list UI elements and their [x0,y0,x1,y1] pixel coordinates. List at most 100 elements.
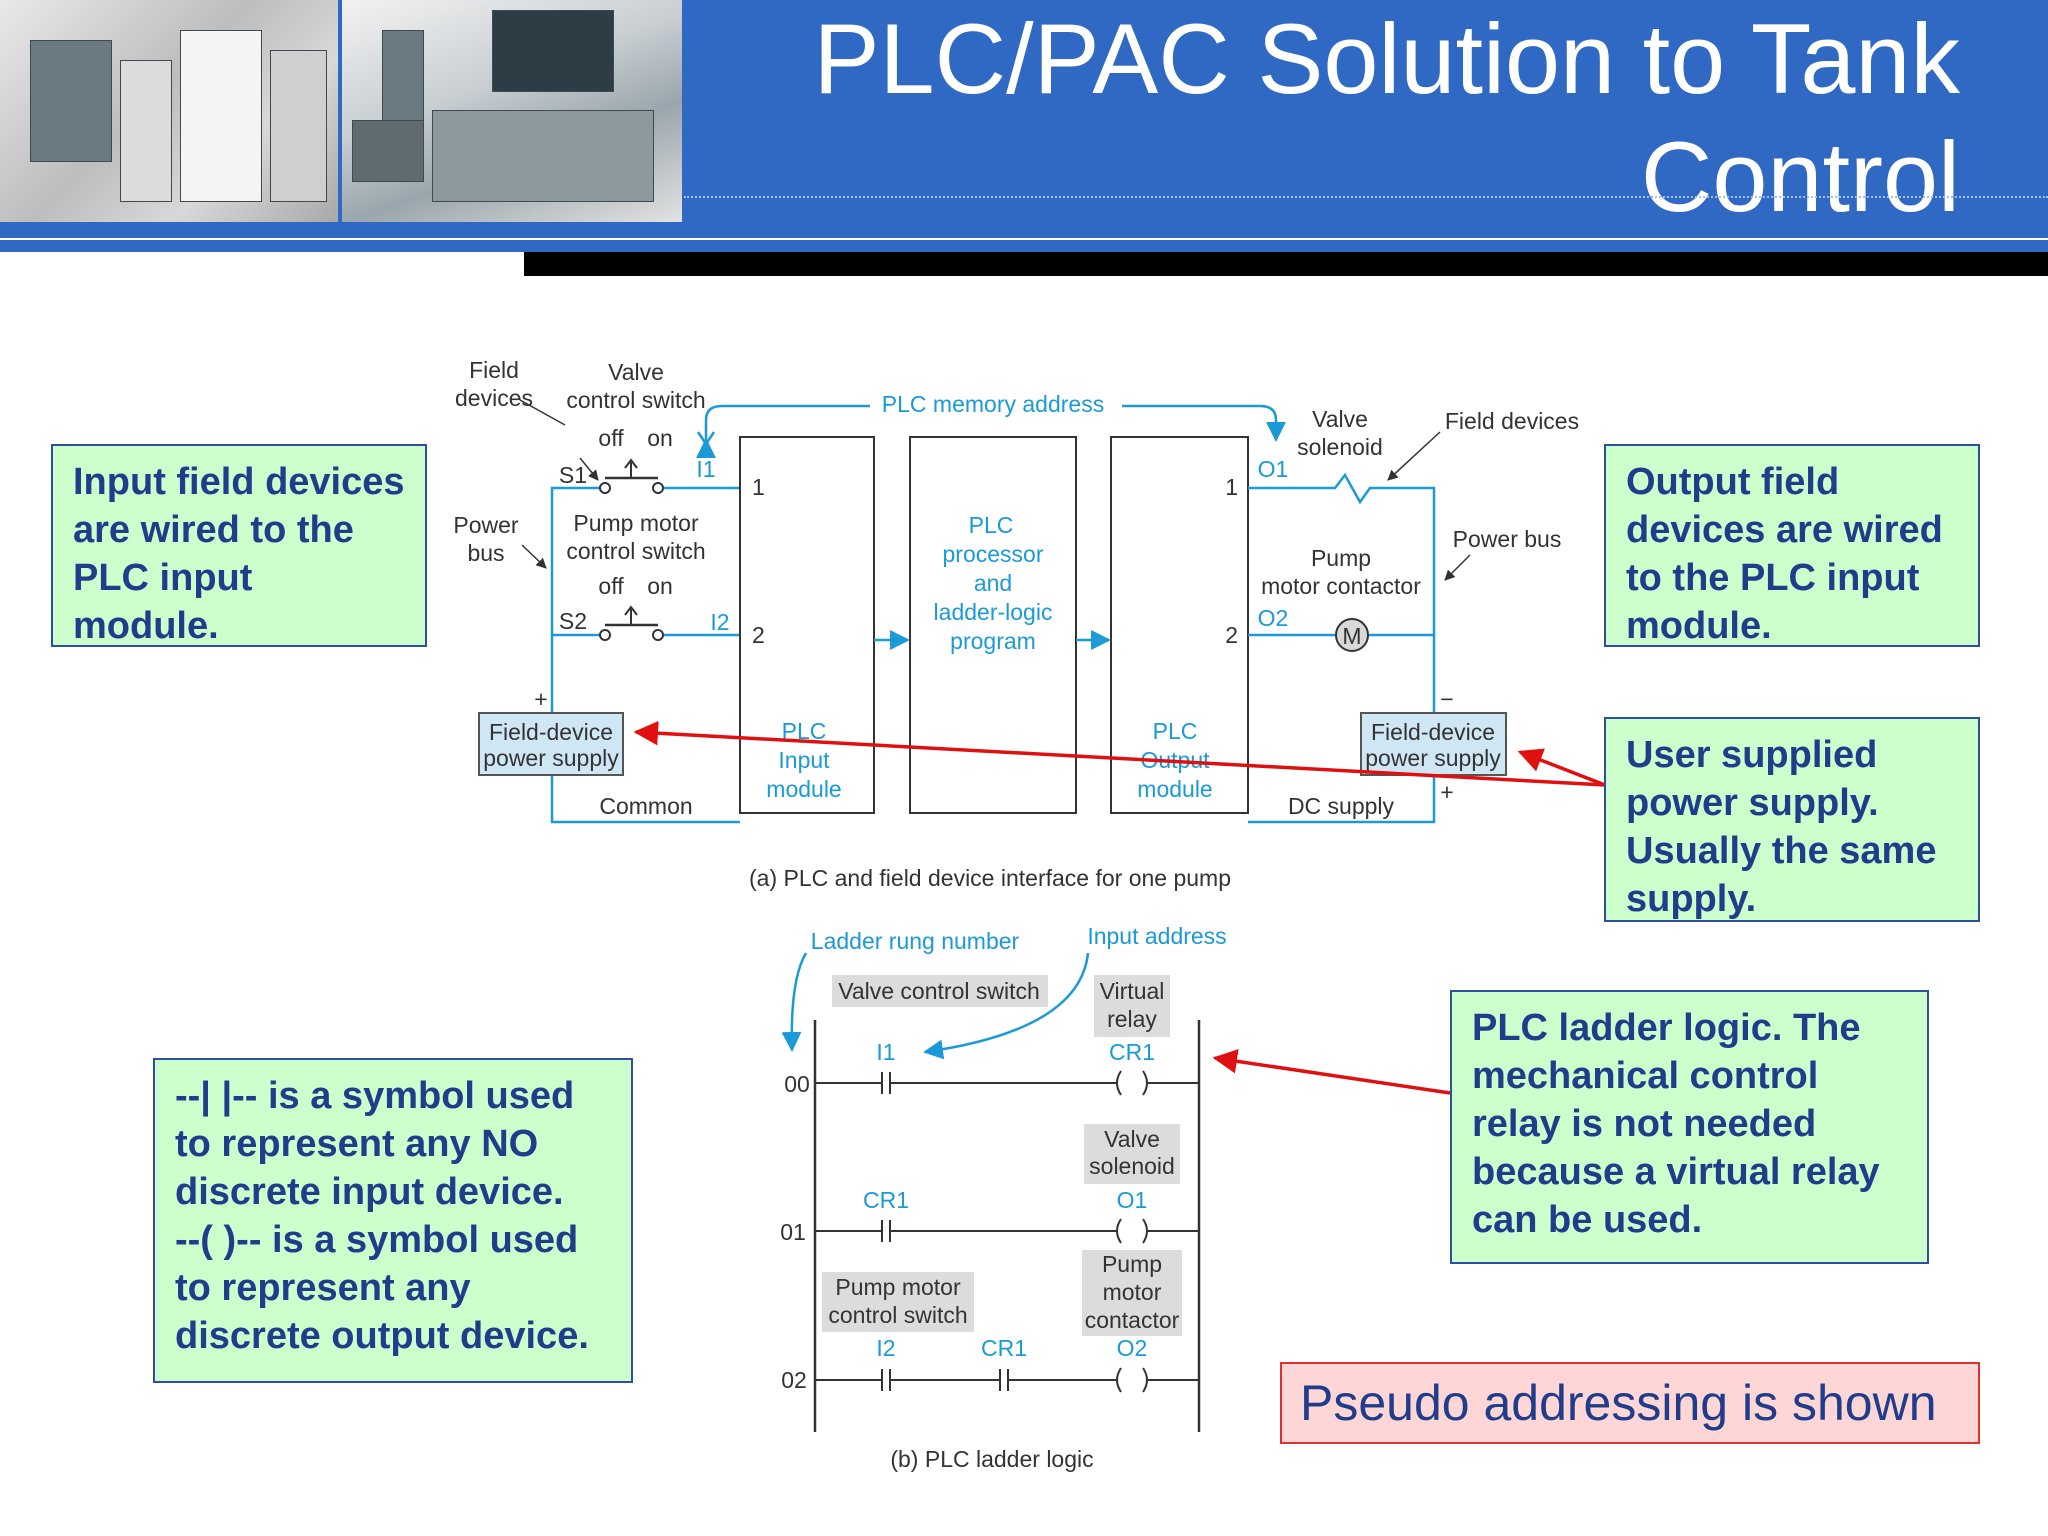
ladder-cr1-contact: CR1 [863,1187,909,1213]
ladder-o2: O2 [1117,1335,1148,1361]
processor-label-3: and [974,570,1012,596]
pseudo-addressing-note: Pseudo addressing is shown [1280,1362,1980,1444]
symbols-callout-line-2: --( )-- is a symbol used to represent an… [175,1219,589,1357]
header-underline [0,240,2048,252]
right-power-supply-box [1360,712,1507,776]
arrow-to-ladder [1212,1049,1451,1095]
pump-contactor-label-2: motor contactor [1261,573,1421,599]
figure-b-caption: (b) PLC ladder logic [890,1446,1093,1472]
power-bus-right-label: Power bus [1453,526,1562,552]
virtual-relay-label-2: relay [1107,1006,1157,1032]
figure-a: Field devices Valve control switch off o… [453,357,1579,891]
dc-supply-label: DC supply [1288,793,1395,819]
title-line-1: PLC/PAC Solution to Tank [813,3,1960,114]
s1-label: S1 [559,462,587,488]
header-dotted-line [684,196,2048,198]
ladder-i1: I1 [876,1039,895,1065]
figure-b: Ladder rung number Input address I1 CR1 … [780,923,1226,1472]
s2-label: S2 [559,608,587,634]
s2-off-label: off [598,573,624,599]
output-terminal-1: 1 [1225,474,1238,500]
title-line-2: Control [1640,121,1960,232]
arrow-to-left-supply [633,720,1606,787]
output-field-callout: Output field devices are wired to the PL… [1604,444,1980,647]
pump-motor-switch-label-1: Pump motor [573,510,699,536]
output-terminal-2: 2 [1225,622,1238,648]
ladder-rung-number-label: Ladder rung number [811,928,1020,954]
right-power-supply-label-1: Field-device [1371,719,1495,745]
i1-label: I1 [696,456,715,482]
ladder-pump-contactor-label-3: contactor [1085,1307,1180,1333]
motor-label: M [1342,623,1361,649]
output-field-callout-text: Output field devices are wired to the PL… [1626,461,1943,647]
left-power-supply-label-1: Field-device [489,719,613,745]
input-address-label: Input address [1087,923,1226,949]
plc-photo-right [342,0,682,222]
ladder-pump-switch-label-1: Pump motor [835,1274,961,1300]
valve-control-switch-label-2: control switch [566,387,705,413]
processor-label-5: program [950,628,1036,654]
processor-label-1: PLC [969,512,1014,538]
input-field-callout-text: Input field devices are wired to the PLC… [73,461,405,647]
left-power-supply-label-2: power supply [483,745,619,771]
rung-number-01: 01 [780,1219,806,1245]
pump-motor-switch-label-2: control switch [566,538,705,564]
input-terminal-2: 2 [752,622,765,648]
output-module-label-1: PLC [1153,718,1198,744]
s1-on-label: on [647,425,673,451]
motor-symbol [1335,618,1369,652]
ladder-pump-contactor-label-1: Pump [1102,1251,1162,1277]
ladder-cr1-coil: CR1 [1109,1039,1155,1065]
header-black-bar [524,252,2048,276]
power-bus-left-label-2: bus [467,540,504,566]
processor-label-4: ladder-logic [934,599,1053,625]
plc-input-module-box [739,436,875,814]
s2-on-label: on [647,573,673,599]
processor-label-2: processor [943,541,1044,567]
ladder-logic-callout-text: PLC ladder logic. The mechanical control… [1472,1007,1880,1241]
output-module-label-3: module [1137,776,1212,802]
valve-solenoid-label-2: solenoid [1297,434,1383,460]
input-field-callout: Input field devices are wired to the PLC… [51,444,427,647]
ladder-cr1-contact-2: CR1 [981,1335,1027,1361]
input-module-label-3: module [766,776,841,802]
power-bus-left-label-1: Power [453,512,519,538]
left-power-bus-wire [550,486,740,824]
i2-label: I2 [710,609,729,635]
plc-processor-box [909,436,1077,814]
input-terminal-1: 1 [752,474,765,500]
right-power-supply-label-2: power supply [1365,745,1501,771]
ladder-i2: I2 [876,1335,895,1361]
user-supply-callout: User supplied power supply. Usually the … [1604,717,1980,922]
o1-label: O1 [1258,456,1289,482]
o2-label: O2 [1258,605,1289,631]
ladder-valve-solenoid-label-1: Valve [1104,1126,1160,1152]
field-devices-left-label-2: devices [455,385,533,411]
valve-solenoid-label-1: Valve [1312,406,1368,432]
header-bar: PLC/PAC Solution to Tank Control [0,0,2048,238]
right-supply-minus: − [1440,686,1453,712]
ladder-valve-solenoid-label-2: solenoid [1089,1153,1175,1179]
input-module-label-2: Input [778,747,830,773]
pseudo-addressing-text: Pseudo addressing is shown [1300,1375,1937,1431]
slide-title: PLC/PAC Solution to Tank Control [660,0,1960,236]
s1-off-label: off [598,425,624,451]
ladder-pump-contactor-label-2: motor [1103,1279,1162,1305]
ladder-logic-callout: PLC ladder logic. The mechanical control… [1450,990,1929,1264]
common-label: Common [599,793,692,819]
left-power-supply-box [478,712,624,776]
field-devices-right-label: Field devices [1445,408,1579,434]
plc-photo-left [0,0,338,222]
ladder-o1: O1 [1117,1187,1148,1213]
field-devices-left-label-1: Field [469,357,519,383]
symbols-callout: --| |-- is a symbol used to represent an… [153,1058,633,1383]
plc-memory-address-label: PLC memory address [882,391,1104,417]
right-supply-plus: + [1440,779,1453,805]
symbols-callout-line-1: --| |-- is a symbol used to represent an… [175,1075,575,1213]
valve-control-switch-label-1: Valve [608,359,664,385]
left-supply-plus: + [534,686,547,712]
figure-a-caption: (a) PLC and field device interface for o… [749,865,1231,891]
pump-contactor-label-1: Pump [1311,545,1371,571]
